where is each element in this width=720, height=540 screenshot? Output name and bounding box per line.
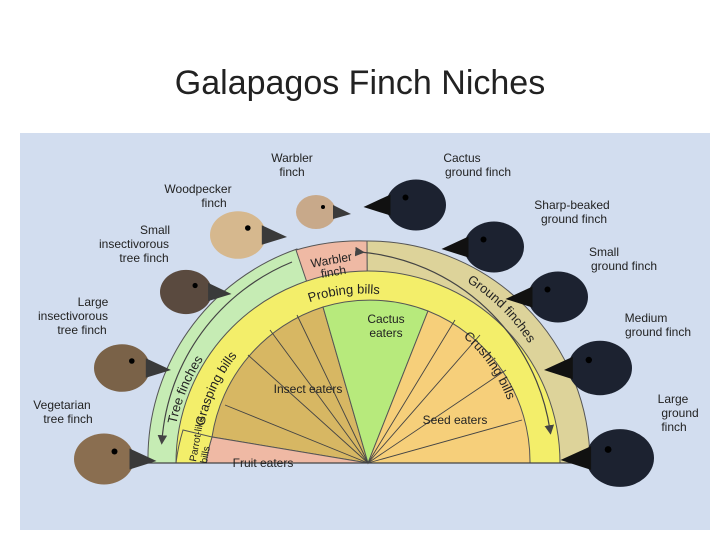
vegetarian-finch-label-2: tree finch [43, 412, 92, 426]
small-ground-label-2: ground finch [591, 259, 657, 273]
cactus-finch-label-2: ground finch [445, 165, 511, 179]
large-insectivorous-label-1: Large [78, 295, 109, 309]
medium-ground-label-1: Medium [625, 311, 668, 325]
woodpecker-finch-label-1: Woodpecker [164, 182, 231, 196]
cactus-eaters-label-line1: Cactus [367, 312, 404, 326]
seed-eaters-label: Seed eaters [423, 413, 488, 427]
small-insectivorous-label-3: tree finch [119, 251, 168, 265]
large-ground-label-3: finch [661, 420, 686, 434]
cactus-eaters-label-line2: eaters [369, 326, 402, 340]
woodpecker-finch-label-2: finch [201, 196, 226, 210]
insect-eaters-label: Insect eaters [274, 382, 343, 396]
small-insectivorous-label-1: Small [140, 223, 170, 237]
cactus-finch-label-1: Cactus [443, 151, 480, 165]
warbler-finch-icon [296, 195, 351, 229]
small-ground-label-1: Small [589, 245, 619, 259]
cactus-ground-finch-icon [364, 180, 447, 231]
vegetarian-finch-icon [74, 434, 157, 485]
vegetarian-finch-label-1: Vegetarian [33, 398, 90, 412]
warbler-finch-label-2: finch [279, 165, 304, 179]
sharp-beaked-label-2: ground finch [541, 212, 607, 226]
large-insectivorous-label-2: insectivorous [38, 309, 108, 323]
large-insectivorous-finch-icon [94, 344, 171, 392]
large-insectivorous-label-3: tree finch [57, 323, 106, 337]
fruit-eaters-label: Fruit eaters [233, 456, 294, 470]
warbler-finch-label-1: Warbler [271, 151, 313, 165]
large-ground-label-2: ground [661, 406, 698, 420]
large-ground-label-1: Large [658, 392, 689, 406]
woodpecker-finch-icon [210, 211, 287, 259]
small-insectivorous-label-2: insectivorous [99, 237, 169, 251]
sharp-beaked-label-1: Sharp-beaked [534, 198, 609, 212]
medium-ground-label-2: ground finch [625, 325, 691, 339]
